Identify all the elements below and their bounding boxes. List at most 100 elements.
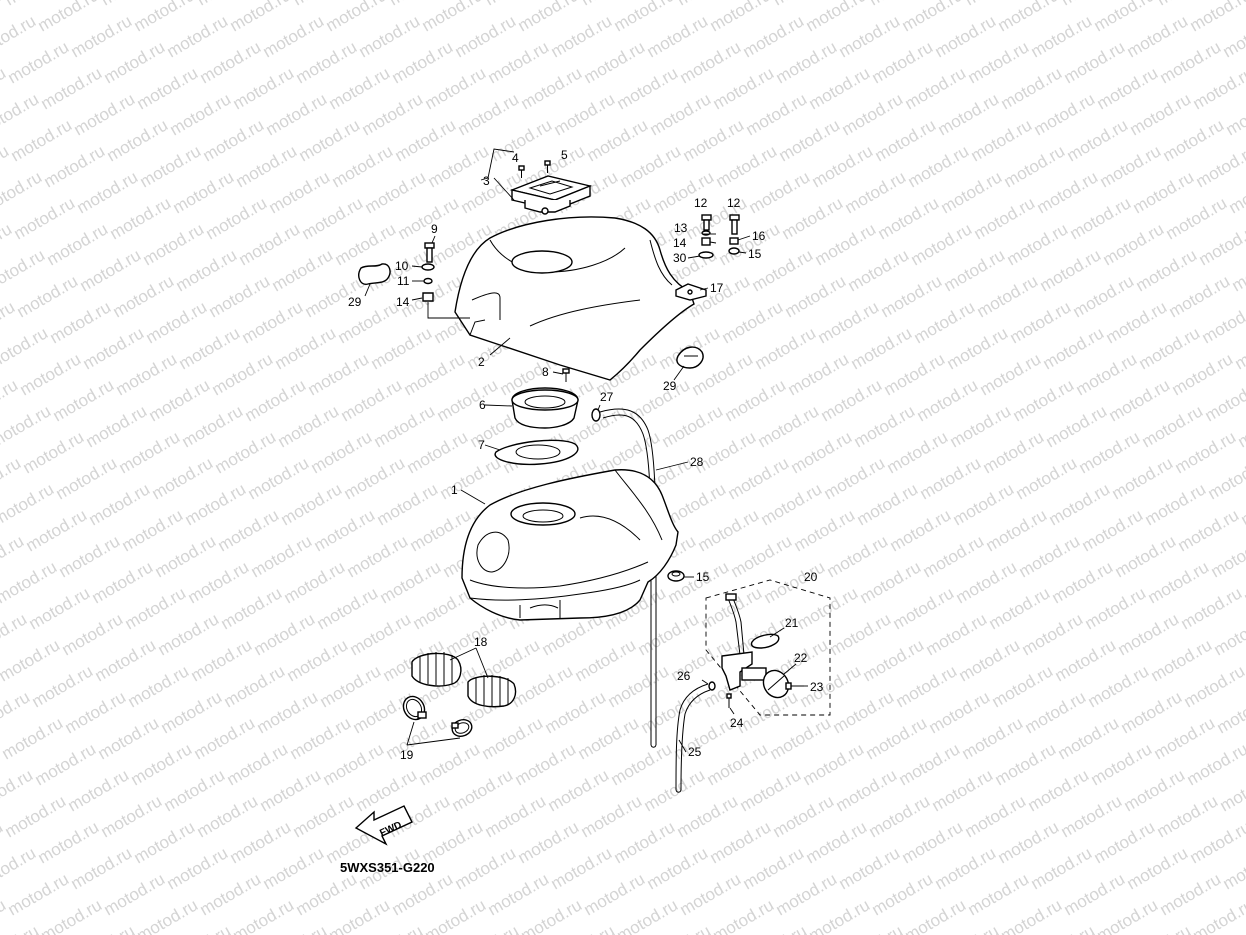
watermark-text: motod.ru (581, 869, 649, 919)
watermark-text: motod.ru (716, 219, 784, 269)
watermark-text: motod.ru (236, 219, 304, 269)
watermark-text: motod.ru (137, 141, 205, 191)
leader-lines (364, 177, 808, 753)
watermark-text: motod.ru (926, 687, 994, 737)
watermark-text: motod.ru (116, 427, 184, 477)
watermark-text: motod.ru (971, 193, 1039, 243)
screw-24 (726, 693, 732, 708)
watermark-text: motod.ru (170, 167, 238, 217)
watermark-text: motod.ru (773, 37, 841, 87)
watermark-text: motod.ru (680, 115, 748, 165)
watermark-text: motod.ru (434, 375, 502, 425)
watermark-text: motod.ru (2, 791, 70, 841)
watermark-text: motod.ru (77, 245, 145, 295)
watermark-text: motod.ru (998, 63, 1066, 113)
watermark-text: motod.ru (47, 297, 115, 347)
watermark-text: motod.ru (284, 635, 352, 685)
watermark-text: motod.ru (677, 869, 745, 919)
watermark-text: motod.ru (710, 895, 778, 935)
watermark-text: motod.ru (1154, 791, 1222, 841)
screw-8 (562, 368, 570, 382)
watermark-text: motod.ru (806, 63, 874, 113)
watermark-text: motod.ru (233, 141, 301, 191)
watermark-text: motod.ru (1196, 219, 1246, 269)
watermark-text: motod.ru (230, 895, 298, 935)
bolt-12-right (729, 214, 740, 235)
watermark-text: motod.ru (353, 765, 421, 815)
watermark-text: motod.ru (17, 349, 85, 399)
watermark-text: motod.ru (212, 427, 280, 477)
bolt-12-left (701, 214, 712, 231)
callout-25: 25 (688, 745, 702, 759)
plate-30 (698, 251, 714, 259)
watermark-text: motod.ru (836, 11, 904, 61)
watermark-text: motod.ru (890, 583, 958, 633)
clip-27 (591, 408, 601, 422)
watermark-text: motod.ru (1070, 271, 1138, 321)
watermark-text: motod.ru (1073, 349, 1141, 399)
watermark-text: motod.ru (674, 791, 742, 841)
callout-11: 11 (397, 274, 410, 288)
watermark-text: motod.ru (1034, 167, 1102, 217)
watermark-text: motod.ru (647, 89, 715, 139)
watermark-text: motod.ru (134, 895, 202, 935)
watermark-text: motod.ru (896, 739, 964, 789)
watermark-text: motod.ru (1190, 63, 1246, 113)
grommet-11 (423, 277, 433, 285)
watermark-text: motod.ru (272, 323, 340, 373)
watermark-text: motod.ru (902, 895, 970, 935)
watermark-text: motod.ru (1139, 401, 1207, 451)
collar-16 (729, 237, 739, 245)
watermark-text: motod.ru (0, 557, 60, 607)
watermark-text: motod.ru (416, 739, 484, 789)
watermark-text: motod.ru (359, 89, 427, 139)
watermark-text: motod.ru (326, 895, 394, 935)
watermark-text: motod.ru (1106, 375, 1174, 425)
watermark-text: motod.ru (704, 739, 772, 789)
watermark-text: motod.ru (737, 765, 805, 815)
watermark-text: motod.ru (281, 557, 349, 607)
watermark-text: motod.ru (254, 687, 322, 737)
watermark-text: motod.ru (89, 557, 157, 607)
watermark-text: motod.ru (575, 713, 643, 763)
damper-29-right (676, 346, 704, 369)
watermark-text: motod.ru (815, 297, 883, 347)
watermark-text: motod.ru (848, 323, 916, 373)
watermark-text: motod.ru (719, 297, 787, 347)
watermark-text: motod.ru (863, 713, 931, 763)
watermark-text: motod.ru (332, 219, 400, 269)
watermark-text: motod.ru (932, 11, 1000, 61)
watermark-text: motod.ru (710, 63, 778, 113)
watermark-text: motod.ru (812, 219, 880, 269)
watermark-text: motod.ru (206, 271, 274, 321)
watermark-text: motod.ru (113, 349, 181, 399)
watermark-text: motod.ru (584, 115, 652, 165)
watermark-text: motod.ru (119, 505, 187, 555)
watermark-text: motod.ru (545, 765, 613, 815)
watermark-text: motod.ru (362, 167, 430, 217)
nut-15-lower (667, 570, 685, 582)
watermark-text: motod.ru (266, 167, 334, 217)
watermark-text: motod.ru (38, 895, 106, 935)
watermark-text: motod.ru (962, 791, 1030, 841)
watermark-text: motod.ru (965, 869, 1033, 919)
watermark-text: motod.ru (296, 115, 364, 165)
watermark-text: motod.ru (1076, 427, 1144, 477)
watermark-text: motod.ru (833, 765, 901, 815)
watermark-text: motod.ru (785, 349, 853, 399)
watermark-text: motod.ru (35, 817, 103, 867)
callout-10: 10 (395, 259, 409, 273)
watermark-text: motod.ru (1046, 479, 1114, 529)
watermark-text: motod.ru (893, 661, 961, 711)
watermark-text: motod.ru (1208, 531, 1246, 581)
watermark-text: motod.ru (803, 817, 871, 867)
watermark-text: motod.ru (515, 817, 583, 867)
watermark-text: motod.ru (11, 193, 79, 243)
watermark-text: motod.ru (1211, 609, 1246, 659)
watermark-text: motod.ru (845, 245, 913, 295)
watermark-text: motod.ru (218, 583, 286, 633)
callout-4: 4 (512, 151, 519, 165)
watermark-text: motod.ru (1157, 869, 1225, 919)
watermark-text: motod.ru (608, 739, 676, 789)
watermark-text: motod.ru (1124, 11, 1192, 61)
